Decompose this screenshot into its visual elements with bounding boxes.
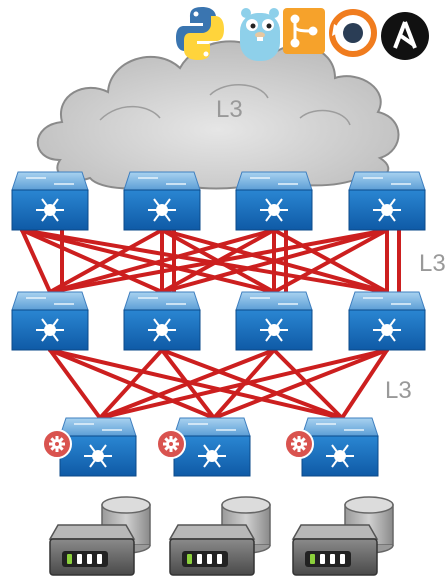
switch-arrows-icon	[260, 198, 288, 222]
status-led	[310, 554, 315, 564]
leaf-switch	[11, 291, 89, 351]
gear-badge-icon	[42, 429, 72, 459]
switch-arrows-icon	[148, 318, 176, 342]
switch-arrows-icon	[36, 318, 64, 342]
network-links	[20, 228, 401, 420]
leaf-access-link	[340, 348, 389, 420]
server-icon	[168, 524, 256, 576]
status-led	[207, 554, 212, 564]
leaf-access-link	[98, 348, 164, 420]
leaf-access-link	[272, 348, 344, 420]
status-led	[87, 554, 92, 564]
switch-arrows-icon	[326, 444, 354, 468]
status-led	[320, 554, 325, 564]
status-led	[187, 554, 192, 564]
go-gopher-icon	[240, 8, 280, 61]
server-icon	[48, 524, 136, 576]
server-with-storage	[291, 496, 394, 576]
status-led	[197, 554, 202, 564]
switch-arrows-icon	[148, 198, 176, 222]
switch-arrows-icon	[373, 318, 401, 342]
status-led	[97, 554, 102, 564]
switch-arrows-icon	[198, 444, 226, 468]
status-led	[330, 554, 335, 564]
tool-icons	[176, 7, 429, 61]
l3-cloud: L3	[36, 40, 400, 190]
spine-switch	[235, 171, 313, 231]
sync-logo-icon	[329, 9, 377, 57]
spine-leaf-link	[48, 228, 164, 294]
server-icon	[291, 524, 379, 576]
gear-badge-icon	[156, 429, 186, 459]
spine-leaf-link	[20, 228, 164, 294]
leaf-access-link	[98, 348, 389, 420]
leaf-access-link	[98, 348, 276, 420]
spine-leaf-link	[20, 228, 52, 294]
leaf-switch-tier	[11, 291, 426, 351]
access-switch	[173, 417, 251, 477]
switch-arrows-icon	[36, 198, 64, 222]
leaf-switch	[123, 291, 201, 351]
leaf-access-link	[48, 348, 102, 420]
status-led	[340, 554, 345, 564]
spine-leaf-link	[48, 228, 389, 294]
switch-arrows-icon	[373, 198, 401, 222]
spine-leaf-link	[272, 228, 389, 294]
python-logo-icon	[176, 7, 224, 60]
switch-arrows-icon	[84, 444, 112, 468]
spine-leaf-link	[48, 228, 276, 294]
spine-leaf-link	[160, 228, 389, 294]
spine-switch	[123, 171, 201, 231]
spine-leaf-l3-label: L3	[419, 250, 446, 277]
access-switch	[301, 417, 379, 477]
leaf-switch	[235, 291, 313, 351]
status-led	[77, 554, 82, 564]
spine-switch	[11, 171, 89, 231]
server-with-storage	[168, 496, 271, 576]
git-flow-icon	[283, 8, 325, 54]
switch-arrows-icon	[260, 318, 288, 342]
spine-leaf-link	[20, 228, 389, 294]
gear-badge-icon	[284, 429, 314, 459]
server-tier	[48, 496, 394, 576]
cloud-label: L3	[216, 96, 243, 123]
status-led	[67, 554, 72, 564]
leaf-access-link	[212, 348, 389, 420]
access-switch-tier	[42, 417, 379, 477]
ansible-logo-icon	[381, 12, 429, 60]
server-with-storage	[48, 496, 151, 576]
leaf-access-l3-label: L3	[385, 377, 412, 404]
status-led	[217, 554, 222, 564]
leaf-switch	[348, 291, 426, 351]
leaf-access-link	[48, 348, 344, 420]
spine-switch-tier	[11, 171, 426, 231]
spine-switch	[348, 171, 426, 231]
